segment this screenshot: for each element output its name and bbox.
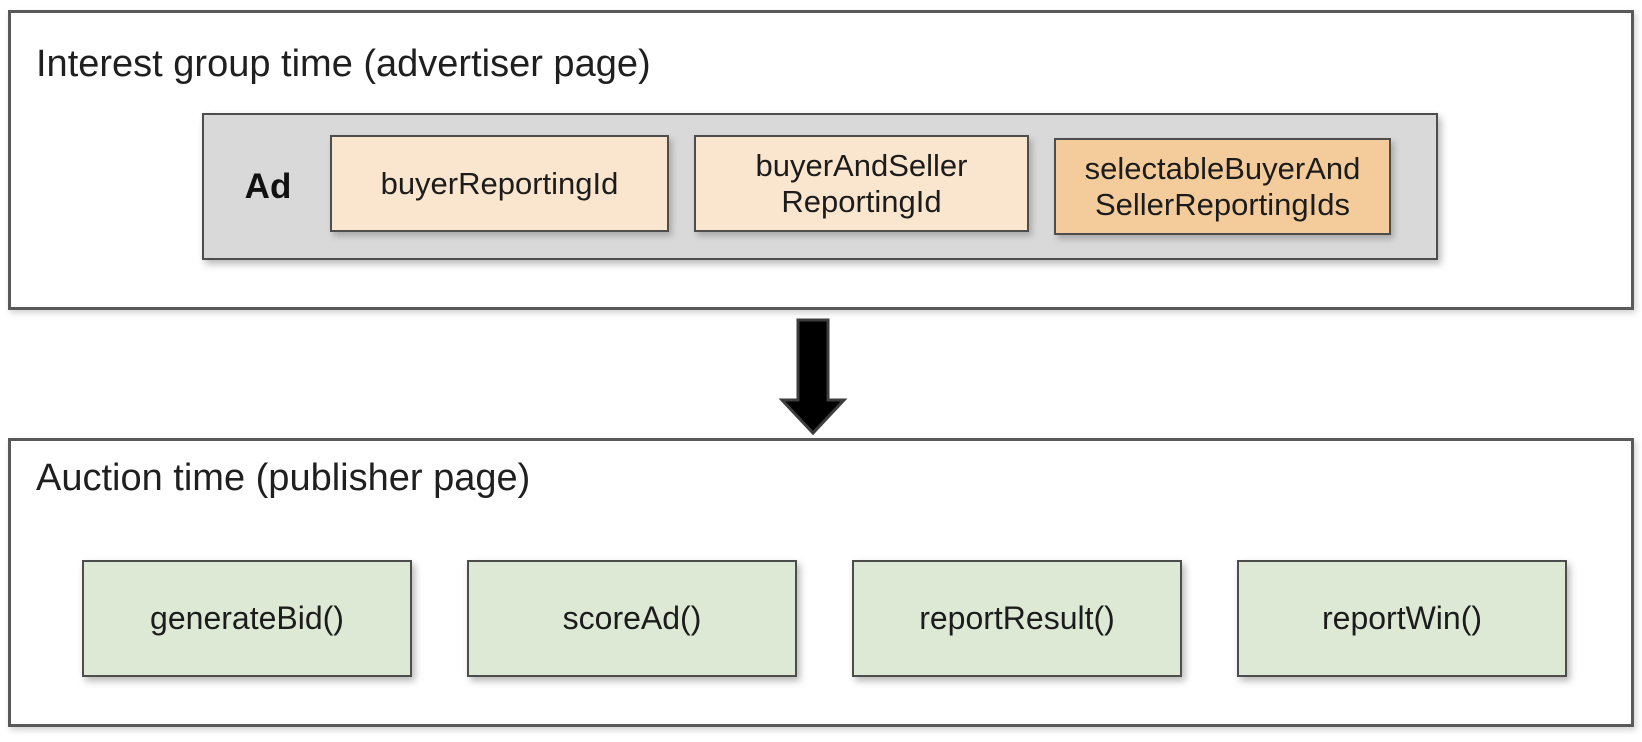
id-box-line: buyerReportingId [380,165,619,201]
id-box-line: ReportingId [781,183,942,219]
auction-section-title: Auction time (publisher page) [36,457,531,499]
down-arrow-icon [778,318,848,436]
selectable-buyer-and-seller-reporting-ids-box: selectableBuyerAnd SellerReportingIds [1054,138,1391,235]
function-label: reportWin() [1321,600,1482,636]
function-label: scoreAd() [562,600,702,636]
interest-group-section-title: Interest group time (advertiser page) [36,43,651,85]
report-result-box: reportResult() [852,560,1182,677]
score-ad-box: scoreAd() [467,560,797,677]
id-box-line: buyerAndSeller [755,147,968,183]
generate-bid-box: generateBid() [82,560,412,677]
ad-container: Ad buyerReportingId buyerAndSeller Repor… [202,113,1438,260]
id-box-line: selectableBuyerAnd [1084,150,1361,186]
buyer-and-seller-reporting-id-box: buyerAndSeller ReportingId [694,135,1029,232]
function-label: generateBid() [150,600,344,636]
buyer-reporting-id-box: buyerReportingId [330,135,669,232]
ad-label: Ad [244,166,292,206]
report-win-box: reportWin() [1237,560,1567,677]
function-label: reportResult() [919,600,1115,636]
interest-group-section: Interest group time (advertiser page) Ad… [8,10,1634,310]
id-box-line: SellerReportingIds [1094,186,1351,222]
